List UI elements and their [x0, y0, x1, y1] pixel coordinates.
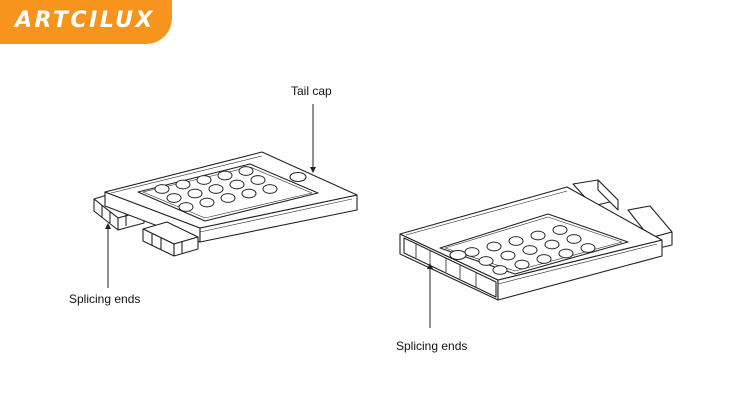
led-dot — [558, 248, 574, 259]
tail-cap — [289, 171, 307, 183]
brand-logo: ARTCILUX — [15, 8, 155, 33]
led-dot — [187, 188, 203, 199]
led-dot — [486, 241, 502, 252]
led-dot — [530, 230, 546, 241]
module-left — [93, 151, 358, 257]
led-dot — [208, 184, 224, 194]
splicing-ends-label-left: Splicing ends — [69, 292, 141, 306]
led-dot — [536, 254, 552, 264]
led-dot — [178, 202, 194, 212]
led-dot — [262, 184, 278, 194]
led-dot — [238, 166, 254, 176]
led-dot — [514, 259, 530, 270]
led-dot — [154, 184, 170, 194]
splicing-ends-label-right: Splicing ends — [396, 339, 468, 353]
led-dot — [196, 175, 212, 185]
led-dot — [229, 179, 245, 190]
led-dot — [492, 265, 508, 275]
logo-badge: ARTCILUX — [0, 0, 172, 44]
led-dot — [220, 193, 236, 203]
led-dot — [166, 193, 182, 203]
led-dot — [508, 236, 524, 246]
led-dot — [522, 245, 538, 255]
led-dot — [250, 175, 266, 185]
led-dot — [217, 170, 233, 181]
led-dots-right — [464, 225, 596, 275]
splicing-connector-front — [142, 221, 199, 257]
tail-cap-label: Tail cap — [291, 84, 332, 98]
led-dot — [544, 239, 560, 250]
led-dot — [580, 243, 596, 253]
led-dots-left — [154, 166, 278, 212]
led-dot — [552, 225, 568, 235]
led-dot — [500, 250, 516, 261]
led-dot — [464, 247, 480, 257]
led-dot — [566, 234, 582, 244]
led-dot — [175, 179, 191, 190]
splicing-end-opening — [403, 237, 497, 298]
led-dot — [199, 197, 215, 208]
tail-cap-right — [449, 249, 467, 261]
led-dot — [241, 188, 257, 199]
led-dot — [478, 256, 494, 266]
